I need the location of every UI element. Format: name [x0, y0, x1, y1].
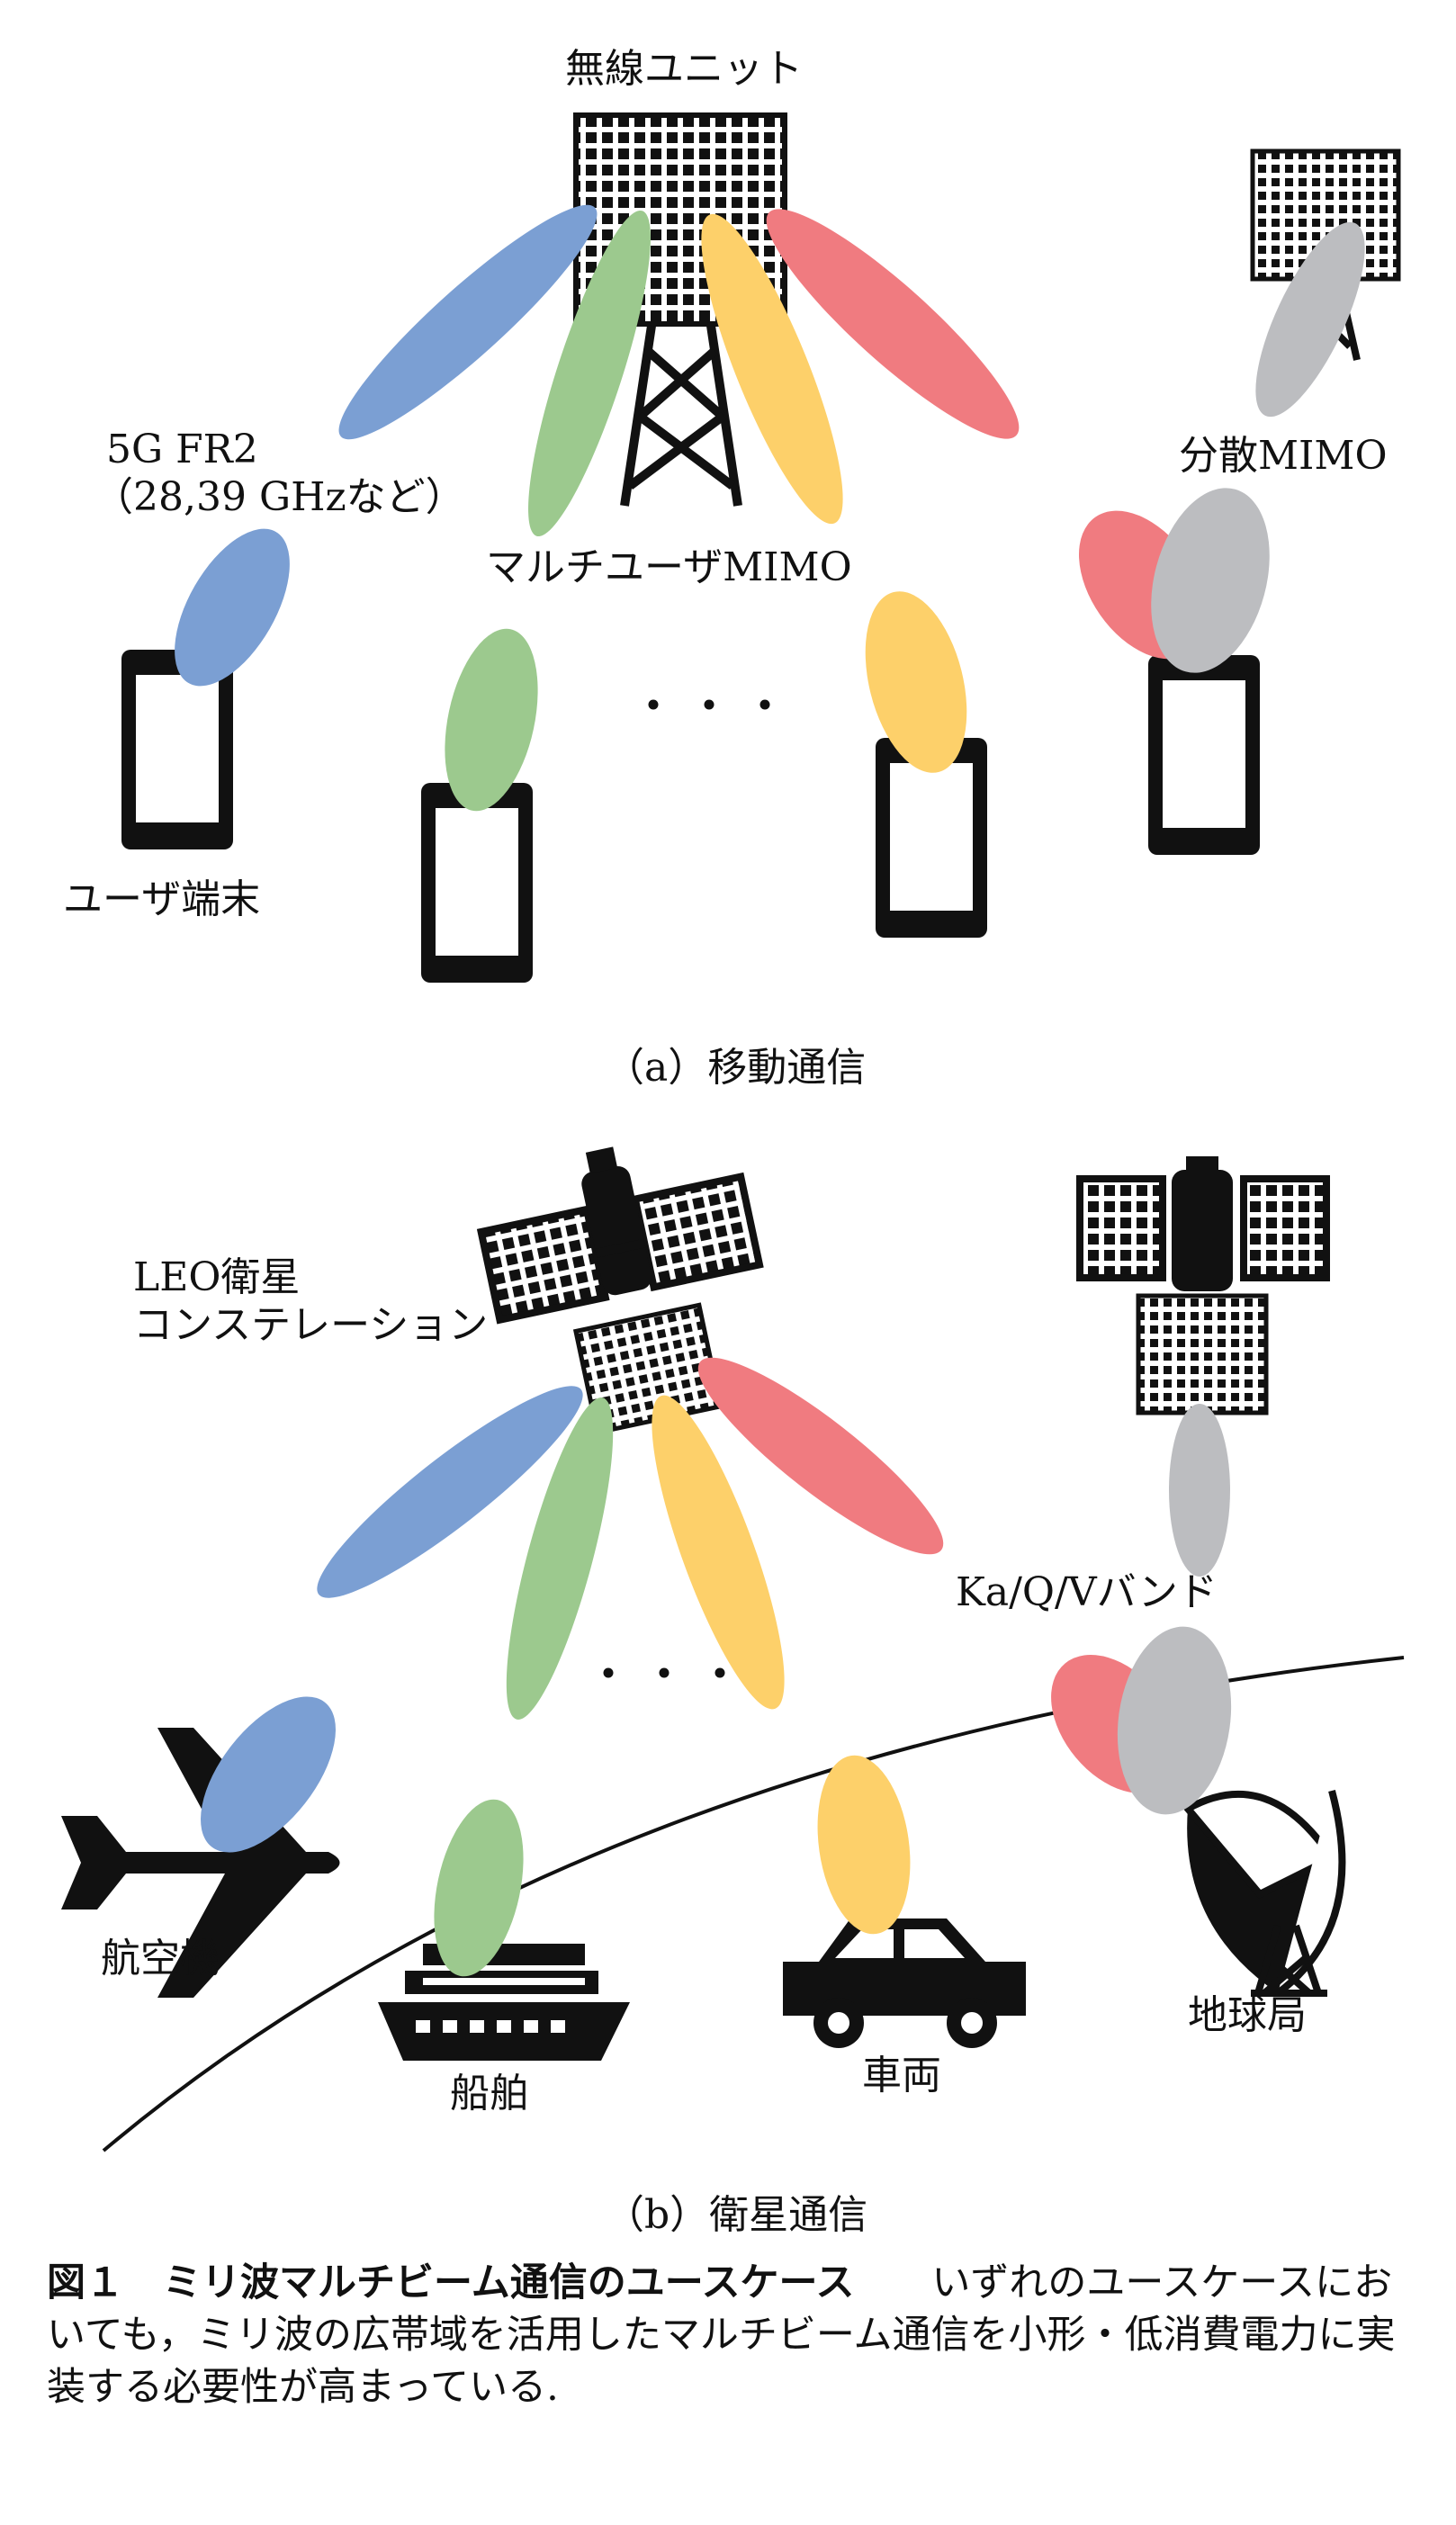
satellite-icon: [476, 1146, 764, 1435]
green-beam: [528, 210, 651, 537]
gray-beam: [1117, 1626, 1232, 1815]
gray-beam: [1151, 488, 1270, 673]
ground-station-label: 地球局: [1188, 1992, 1307, 2038]
gray-beam: [1255, 221, 1365, 418]
red-beam: [766, 209, 1020, 439]
fr2-label-line1: 5G FR2: [106, 427, 258, 472]
user-terminal-label: ユーザ端末: [63, 876, 261, 922]
ship-label: 船舶: [450, 2071, 529, 2116]
phone-icon: [421, 783, 533, 983]
yellow-beam: [701, 213, 843, 525]
vehicle-label: 車両: [862, 2053, 941, 2098]
ship-icon: [378, 1944, 630, 2061]
green-beam: [434, 1799, 524, 1977]
yellow-beam: [652, 1395, 785, 1710]
ellipsis: ・・・: [585, 1649, 753, 1703]
tower-icon: [620, 325, 742, 507]
band-label: Ka/Q/Vバンド: [956, 1569, 1218, 1615]
phone-icon: [121, 650, 233, 849]
yellow-beam: [865, 591, 967, 773]
ellipsis: ・・・: [630, 680, 798, 734]
leo-label-line1: LEO衛星: [133, 1254, 301, 1300]
gray-beam: [1169, 1404, 1230, 1577]
distributed-mimo-label: 分散MIMO: [1179, 433, 1388, 479]
blue-beam: [201, 1696, 336, 1853]
green-beam: [445, 628, 538, 812]
red-beam: [697, 1357, 944, 1555]
car-icon: [783, 1918, 1026, 2048]
phone-icon: [876, 738, 987, 938]
figure-caption-body: いずれのユースケースにおいても，ミリ波の広帯域を活用したマルチビーム通信を小形・…: [47, 2260, 1396, 2410]
blue-beam: [338, 204, 598, 440]
green-beam: [506, 1397, 614, 1720]
blue-beam: [317, 1386, 583, 1598]
ground-station-icon: [1182, 1789, 1346, 1997]
wireless-unit-label: 無線ユニット: [565, 46, 803, 92]
satellite-icon: [1076, 1156, 1330, 1415]
figure-caption-heading: 図１ ミリ波マルチビーム通信のユースケース: [47, 2260, 855, 2305]
panel-b-caption: （b）衛星通信: [605, 2192, 868, 2238]
aircraft-label: 航空機: [101, 1936, 220, 1981]
panel-a-caption: （a）移動通信: [605, 1045, 867, 1091]
phone-icon: [1148, 655, 1260, 855]
blue-beam: [175, 528, 290, 687]
figure-caption: 図１ ミリ波マルチビーム通信のユースケース いずれのユースケースにおいても，ミリ…: [47, 2257, 1415, 2413]
leo-label-line2: コンステレーション: [133, 1302, 489, 1348]
yellow-beam: [817, 1755, 911, 1935]
multi-user-mimo-label: マルチユーザMIMO: [486, 544, 852, 590]
fr2-label-line2: （28,39 GHzなど）: [94, 474, 465, 520]
airplane-icon: [61, 1728, 340, 1998]
